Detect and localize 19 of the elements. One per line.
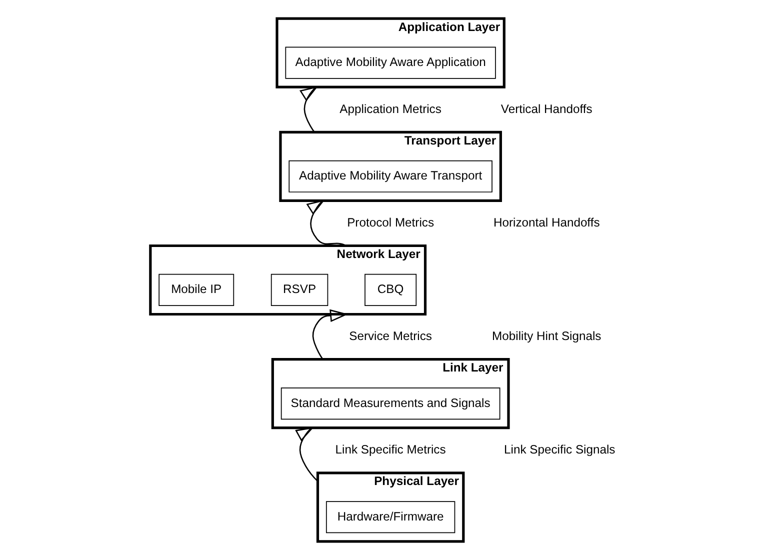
node-box: Adaptive Mobility Aware Transport: [288, 160, 492, 192]
label: Link Specific Signals: [504, 442, 615, 457]
node-box: Mobile IP: [158, 274, 234, 306]
arrow: [312, 309, 348, 360]
label: Application Metrics: [339, 102, 441, 116]
label: Protocol Metrics: [346, 215, 434, 230]
label: Link Specific Metrics: [334, 442, 446, 457]
node-box: Hardware/Firmware: [325, 501, 455, 534]
node-box: Adaptive Mobility Aware Application: [284, 46, 496, 79]
label: Horizontal Handoffs: [493, 215, 600, 230]
node-box: Standard Measurements and Signals: [280, 388, 500, 420]
label: Service Metrics: [348, 329, 432, 343]
label: Mobility Hint Signals: [492, 329, 601, 343]
arrow: [306, 200, 346, 246]
node-box: CBQ: [364, 274, 416, 306]
label: Vertical Handoffs: [500, 102, 592, 116]
arrow: [298, 86, 318, 133]
arrow: [294, 426, 318, 482]
node-box: RSVP: [270, 274, 328, 306]
